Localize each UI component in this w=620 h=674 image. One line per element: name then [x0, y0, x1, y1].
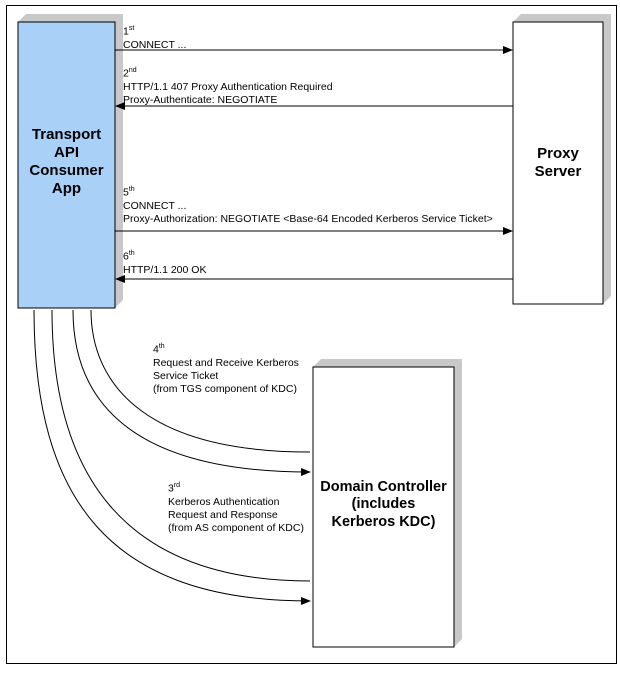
- app-box-shadow-side: [115, 14, 123, 308]
- message-2-line2: Proxy-Authenticate: NEGOTIATE: [123, 93, 278, 106]
- message-3: 3rd Kerberos Authentication Request and …: [168, 479, 304, 535]
- app-box-rect: [17, 21, 116, 309]
- app-label-line2: API: [53, 144, 79, 161]
- proxy-box-label: Proxy Server: [513, 143, 603, 183]
- curve-3-as-request: [51, 309, 311, 582]
- app-label-line3: Consumer: [29, 162, 104, 179]
- dc-box: [312, 359, 462, 648]
- message-6-line: HTTP/1.1 200 OK: [123, 263, 207, 276]
- proxy-box: [512, 14, 611, 305]
- dc-box-rect: [312, 366, 455, 648]
- message-2-ordinal: 2nd: [123, 67, 137, 80]
- app-box: [17, 14, 123, 309]
- message-4-line3: (from TGS component of KDC): [153, 382, 297, 395]
- proxy-box-shadow-side: [603, 14, 611, 304]
- message-1-ordinal: 1st: [123, 25, 135, 38]
- curve-4-tgs-response: [72, 309, 311, 476]
- dc-label-line1: Domain Controller: [320, 478, 447, 495]
- message-5-ordinal: 5th: [123, 186, 135, 199]
- message-1: 1st CONNECT ...: [123, 22, 186, 52]
- message-3-line3: (from AS component of KDC): [168, 521, 304, 534]
- dc-box-label: Domain Controller (includes Kerberos KDC…: [313, 474, 454, 536]
- message-3-ordinal: 3rd: [168, 482, 181, 495]
- proxy-label-line1: Proxy: [537, 145, 579, 162]
- app-label-line1: Transport: [31, 126, 102, 143]
- message-4: 4th Request and Receive Kerberos Service…: [153, 340, 299, 396]
- message-6: 6th HTTP/1.1 200 OK: [123, 247, 206, 277]
- message-2-line1: HTTP/1.1 407 Proxy Authentication Requir…: [123, 80, 333, 93]
- dc-label-line2: (includes: [351, 496, 416, 513]
- message-5-line1: CONNECT ...: [123, 199, 187, 212]
- dc-box-shadow-side: [454, 359, 462, 647]
- message-5-line2: Proxy-Authorization: NEGOTIATE <Base-64 …: [123, 212, 493, 225]
- dc-box-shadow-top: [313, 359, 462, 367]
- app-box-shadow-top: [18, 14, 123, 22]
- message-1-line: CONNECT ...: [123, 38, 187, 51]
- proxy-label-line2: Server: [534, 163, 582, 180]
- message-4-ordinal: 4th: [153, 343, 165, 356]
- proxy-box-shadow-top: [513, 14, 611, 22]
- app-label-line4: App: [51, 180, 82, 197]
- message-2: 2nd HTTP/1.1 407 Proxy Authentication Re…: [123, 64, 333, 107]
- message-6-ordinal: 6th: [123, 250, 135, 263]
- dc-label-line3: Kerberos KDC): [331, 513, 436, 530]
- app-box-label: Transport API Consumer App: [18, 120, 115, 204]
- curve-4-tgs-request: [90, 309, 311, 453]
- curve-3-as-response: [33, 309, 311, 605]
- message-4-line2: Service Ticket: [153, 369, 219, 382]
- message-3-line2: Request and Response: [168, 508, 278, 521]
- message-5: 5th CONNECT ... Proxy-Authorization: NEG…: [123, 183, 493, 226]
- message-4-line1: Request and Receive Kerberos: [153, 356, 299, 369]
- proxy-box-rect: [512, 21, 604, 305]
- message-3-line1: Kerberos Authentication: [168, 495, 280, 508]
